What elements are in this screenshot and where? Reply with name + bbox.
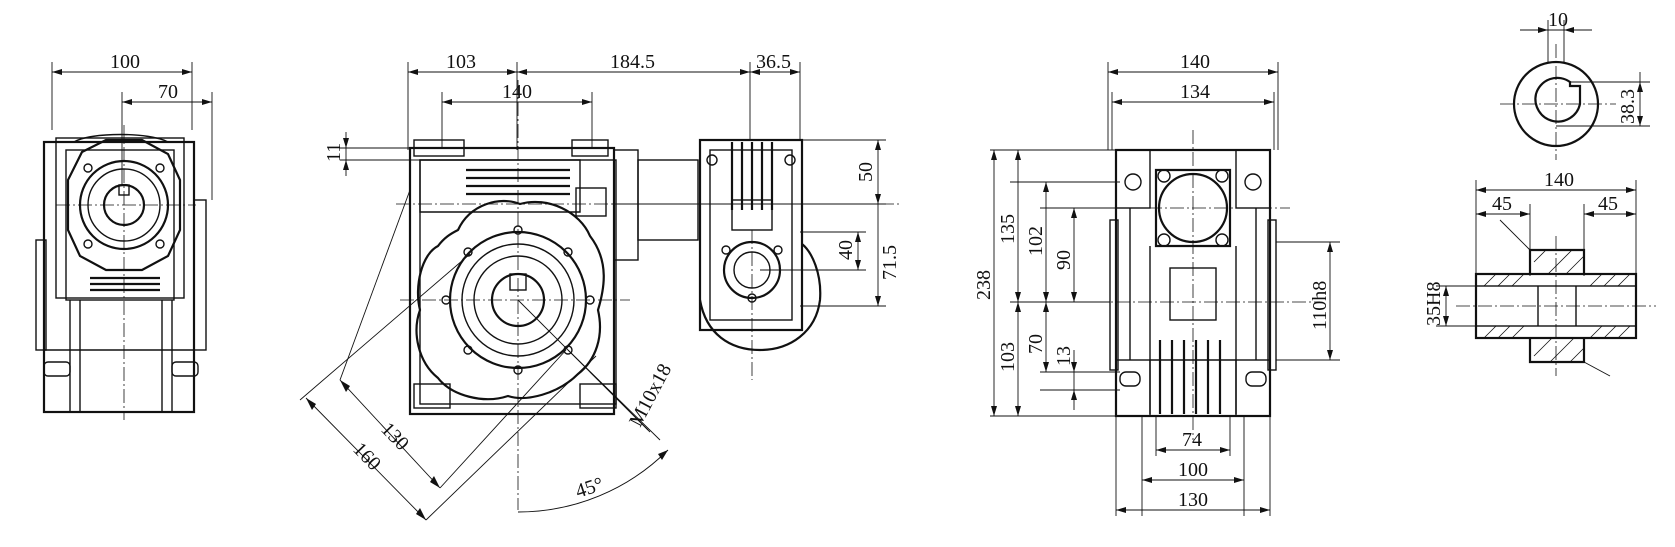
dim-motor-center-label: 71.5 <box>879 245 901 280</box>
dim-pcd-inner-label: 130 <box>376 418 413 455</box>
dim-lower-70-label: 70 <box>1025 334 1047 354</box>
dim-lower-103-label: 103 <box>997 342 1019 372</box>
dim-pilot-label: 110h8 <box>1309 281 1331 330</box>
dim-upper-90-label: 90 <box>1053 250 1075 270</box>
dim-overall-width-label: 140 <box>1180 51 1210 73</box>
dim-base-130-label: 130 <box>1178 489 1208 511</box>
dim-lower-13-label: 13 <box>1053 346 1075 366</box>
front-view: 100 70 <box>35 51 213 420</box>
bottom-view: 140 134 <box>973 51 1340 516</box>
dim-key-depth-label: 38.3 <box>1617 89 1639 124</box>
dim-upper-102-label: 102 <box>1025 226 1047 256</box>
dim-motor-top-label: 50 <box>855 162 877 182</box>
dim-right-hub-label: 45 <box>1598 193 1618 215</box>
dim-inner-width-label: 134 <box>1180 81 1210 103</box>
angle-label: 45° <box>573 473 606 503</box>
dim-base-100-label: 100 <box>1178 459 1208 481</box>
dim-base-74-label: 74 <box>1182 429 1202 451</box>
dim-hole-offset-label: 70 <box>158 81 178 103</box>
dim-bolt-spacing-label: 140 <box>502 81 532 103</box>
dim-shoulder-label: 11 <box>323 143 345 162</box>
dim-bore-label: 35H8 <box>1423 282 1445 326</box>
dim-upper-135-label: 135 <box>997 214 1019 244</box>
dim-motor-mid-label: 40 <box>835 240 857 260</box>
dim-key-width-label: 10 <box>1548 9 1568 31</box>
dim-center-span-label: 184.5 <box>610 51 655 73</box>
dim-width-label: 100 <box>110 51 140 73</box>
dim-left-hub-label: 45 <box>1492 193 1512 215</box>
dim-length-label: 140 <box>1544 169 1574 191</box>
side-view: 103 184.5 36.5 140 11 <box>299 51 901 521</box>
dim-height-total-label: 238 <box>973 270 995 300</box>
thread-spec-label: M10x18 <box>625 360 676 430</box>
dim-pcd-outer-label: 160 <box>348 438 385 475</box>
dim-flange-left-label: 103 <box>446 51 476 73</box>
dim-motor-ext-label: 36.5 <box>756 51 791 73</box>
shaft-view: 10 38.3 140 45 45 <box>1423 9 1656 377</box>
